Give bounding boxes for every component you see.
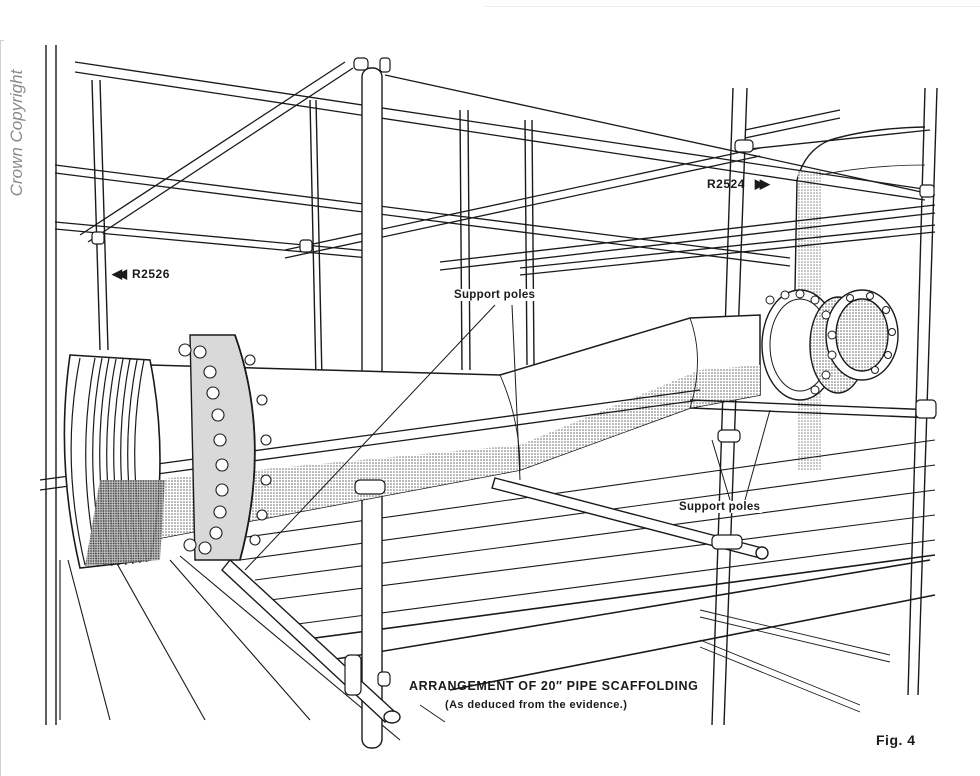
pipe-end-cap-ribbed: [63, 354, 165, 569]
page-left-border: [0, 40, 4, 776]
scaffold-couplers: [91, 57, 937, 696]
reference-left-label: R2526: [132, 267, 170, 281]
figure-number: Fig. 4: [876, 732, 916, 748]
label-leader-lines: [244, 304, 771, 571]
main-pipe: [39, 314, 761, 541]
reference-left: ◀◀ R2526: [112, 266, 170, 282]
page-top-rule: [485, 6, 980, 7]
pipe-flange-left: [178, 334, 272, 561]
figure-caption-subtitle: (As deduced from the evidence.): [445, 699, 628, 711]
reference-right-label: R2524: [707, 177, 745, 191]
figure-caption-title: ARRANGEMENT OF 20″ PIPE SCAFFOLDING: [409, 679, 699, 693]
double-arrow-right-icon: ▶▶: [754, 176, 770, 191]
double-arrow-left-icon: ◀◀: [112, 266, 127, 281]
pipe-flange-right: [761, 289, 899, 401]
support-poles-label-right: Support poles: [677, 501, 763, 513]
support-poles-label-top: Support poles: [452, 289, 538, 301]
scaffold-ledgers: [54, 61, 936, 276]
reference-right: R2524 ▶▶: [707, 176, 770, 192]
